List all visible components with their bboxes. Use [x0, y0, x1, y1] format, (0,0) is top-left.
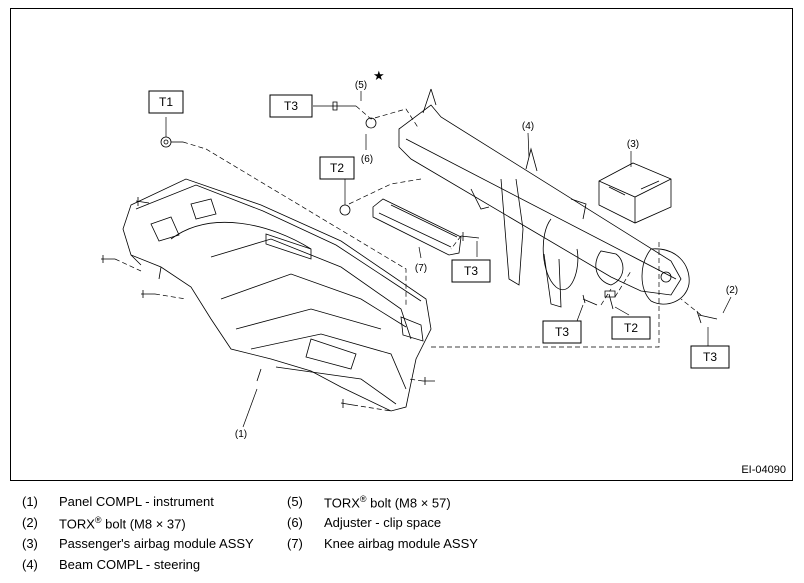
callout-6: (6): [361, 154, 373, 165]
passenger-airbag-drawing: [598, 162, 672, 224]
callout-1: (1): [235, 429, 247, 440]
legend-num: (4): [22, 557, 38, 572]
diagram-frame: T1 T2 T3 T3 T3 T2 T3 (1) (2) (3) (4) (5)…: [10, 8, 793, 481]
legend-text: Panel COMPL - instrument: [59, 494, 214, 509]
legend-text: TORX® bolt (M8 × 57): [324, 494, 451, 511]
steering-beam-drawing: [398, 88, 690, 308]
instrument-panel-drawing: [122, 178, 432, 412]
torque-label-t3-upper: T3: [284, 99, 298, 113]
exploded-view-diagram: T1 T2 T3 T3 T3 T2 T3 (1) (2) (3) (4) (5)…: [101, 68, 738, 440]
legend-text: Knee airbag module ASSY: [324, 536, 478, 551]
torque-label-boxes: [148, 90, 730, 369]
legend-text: Beam COMPL - steering: [59, 557, 201, 572]
legend-num: (5): [287, 494, 303, 509]
torque-label-t3-lower: T3: [555, 325, 569, 339]
callout-3: (3): [627, 139, 639, 150]
diagram-id: EI-04090: [741, 464, 786, 476]
torque-label-t1: T1: [159, 95, 173, 109]
legend-num: (1): [22, 494, 38, 509]
callout-5: (5): [355, 80, 367, 91]
legend-text: TORX® bolt (M8 × 37): [59, 515, 186, 532]
legend-text: Adjuster - clip space: [324, 515, 442, 530]
legend-num: (2): [22, 515, 38, 530]
leader-lines: [165, 91, 732, 428]
legend-num: (3): [22, 536, 38, 551]
torque-label-t3-knee: T3: [464, 264, 478, 278]
legend-num: (6): [287, 515, 303, 530]
legend-num: (7): [287, 536, 303, 551]
legend-text: Passenger's airbag module ASSY: [59, 536, 254, 551]
star-mark: ★: [373, 68, 385, 83]
knee-airbag-drawing: [372, 198, 462, 256]
torque-label-t2-lower: T2: [624, 321, 638, 335]
callout-2: (2): [726, 285, 738, 296]
torque-label-t3-right: T3: [703, 350, 717, 364]
callout-7: (7): [415, 263, 427, 274]
callout-4: (4): [522, 121, 534, 132]
bolt-drawings: [101, 101, 718, 408]
dashed-guides: [114, 105, 702, 412]
torque-label-t2-upper: T2: [330, 161, 344, 175]
